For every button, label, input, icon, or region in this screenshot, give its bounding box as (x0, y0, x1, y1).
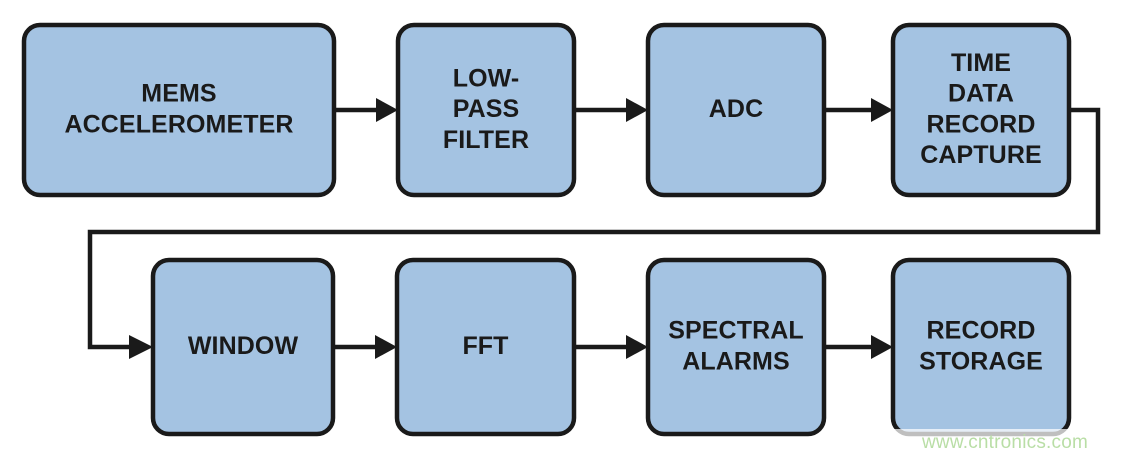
block-label-line: ADC (709, 95, 763, 123)
block-label-line: RECORD (927, 110, 1036, 138)
block-shape (645, 22, 827, 198)
watermark-layer: www.cntronics.com (893, 429, 1121, 453)
block-fft[interactable]: FFT (394, 257, 577, 437)
block-label-line: TIME (951, 48, 1011, 76)
block-mems-accelerometer[interactable]: MEMS ACCELEROMETER (21, 22, 337, 198)
block-label: TIME DATA RECORD CAPTURE (920, 48, 1042, 168)
arrow-head-icon (376, 98, 398, 122)
arrow-head-icon (626, 98, 648, 122)
connector-spectral-alarms-to-record-storage (824, 335, 893, 359)
connector-adc-to-capture (824, 98, 893, 122)
connectors-layer (87, 98, 1101, 359)
block-shape (150, 257, 336, 437)
block-label-line: FILTER (443, 125, 529, 153)
block-label: FFT (462, 332, 508, 360)
block-label-line: RECORD (927, 316, 1036, 344)
block-window[interactable]: WINDOW (150, 257, 336, 437)
block-label-line: WINDOW (188, 332, 299, 360)
connector-window-to-fft (333, 335, 397, 359)
block-label: SPECTRAL ALARMS (668, 316, 804, 375)
block-shape (21, 22, 337, 198)
block-label: MEMS ACCELEROMETER (64, 79, 293, 138)
block-time-data-record-capture[interactable]: TIME DATA RECORD CAPTURE (890, 22, 1072, 198)
arrow-head-icon (626, 335, 648, 359)
block-label: ADC (709, 95, 763, 123)
watermark-text: www.cntronics.com (921, 432, 1088, 453)
block-record-storage[interactable]: RECORD STORAGE (890, 257, 1072, 437)
connector-fft-to-spectral-alarms (574, 335, 648, 359)
connector-line (87, 107, 1101, 350)
arrow-head-icon (129, 335, 153, 359)
block-spectral-alarms[interactable]: SPECTRAL ALARMS (645, 257, 827, 437)
block-label-line: SPECTRAL (668, 316, 804, 344)
block-shape (394, 257, 577, 437)
block-shape (890, 22, 1072, 198)
connector-capture-to-window-feedback (87, 107, 1101, 359)
block-label-line: DATA (948, 79, 1014, 107)
block-label-line: ALARMS (682, 347, 790, 375)
block-adc[interactable]: ADC (645, 22, 827, 198)
block-shape (645, 257, 827, 437)
block-label-line: CAPTURE (920, 141, 1042, 169)
connector-mems-to-filter (334, 98, 398, 122)
arrow-head-icon (871, 98, 893, 122)
arrow-head-icon (871, 335, 893, 359)
block-label: RECORD STORAGE (919, 316, 1043, 375)
block-label-line: PASS (453, 95, 520, 123)
watermark-band (893, 429, 1121, 451)
block-label: WINDOW (188, 332, 299, 360)
arrow-head-icon (375, 335, 397, 359)
block-label-line: FFT (462, 332, 508, 360)
block-label-line: STORAGE (919, 347, 1043, 375)
block-label-line: MEMS (141, 79, 216, 107)
block-label-line: LOW- (453, 64, 520, 92)
connector-filter-to-adc (574, 98, 648, 122)
block-shape (395, 22, 577, 198)
block-label-line: ACCELEROMETER (64, 110, 293, 138)
